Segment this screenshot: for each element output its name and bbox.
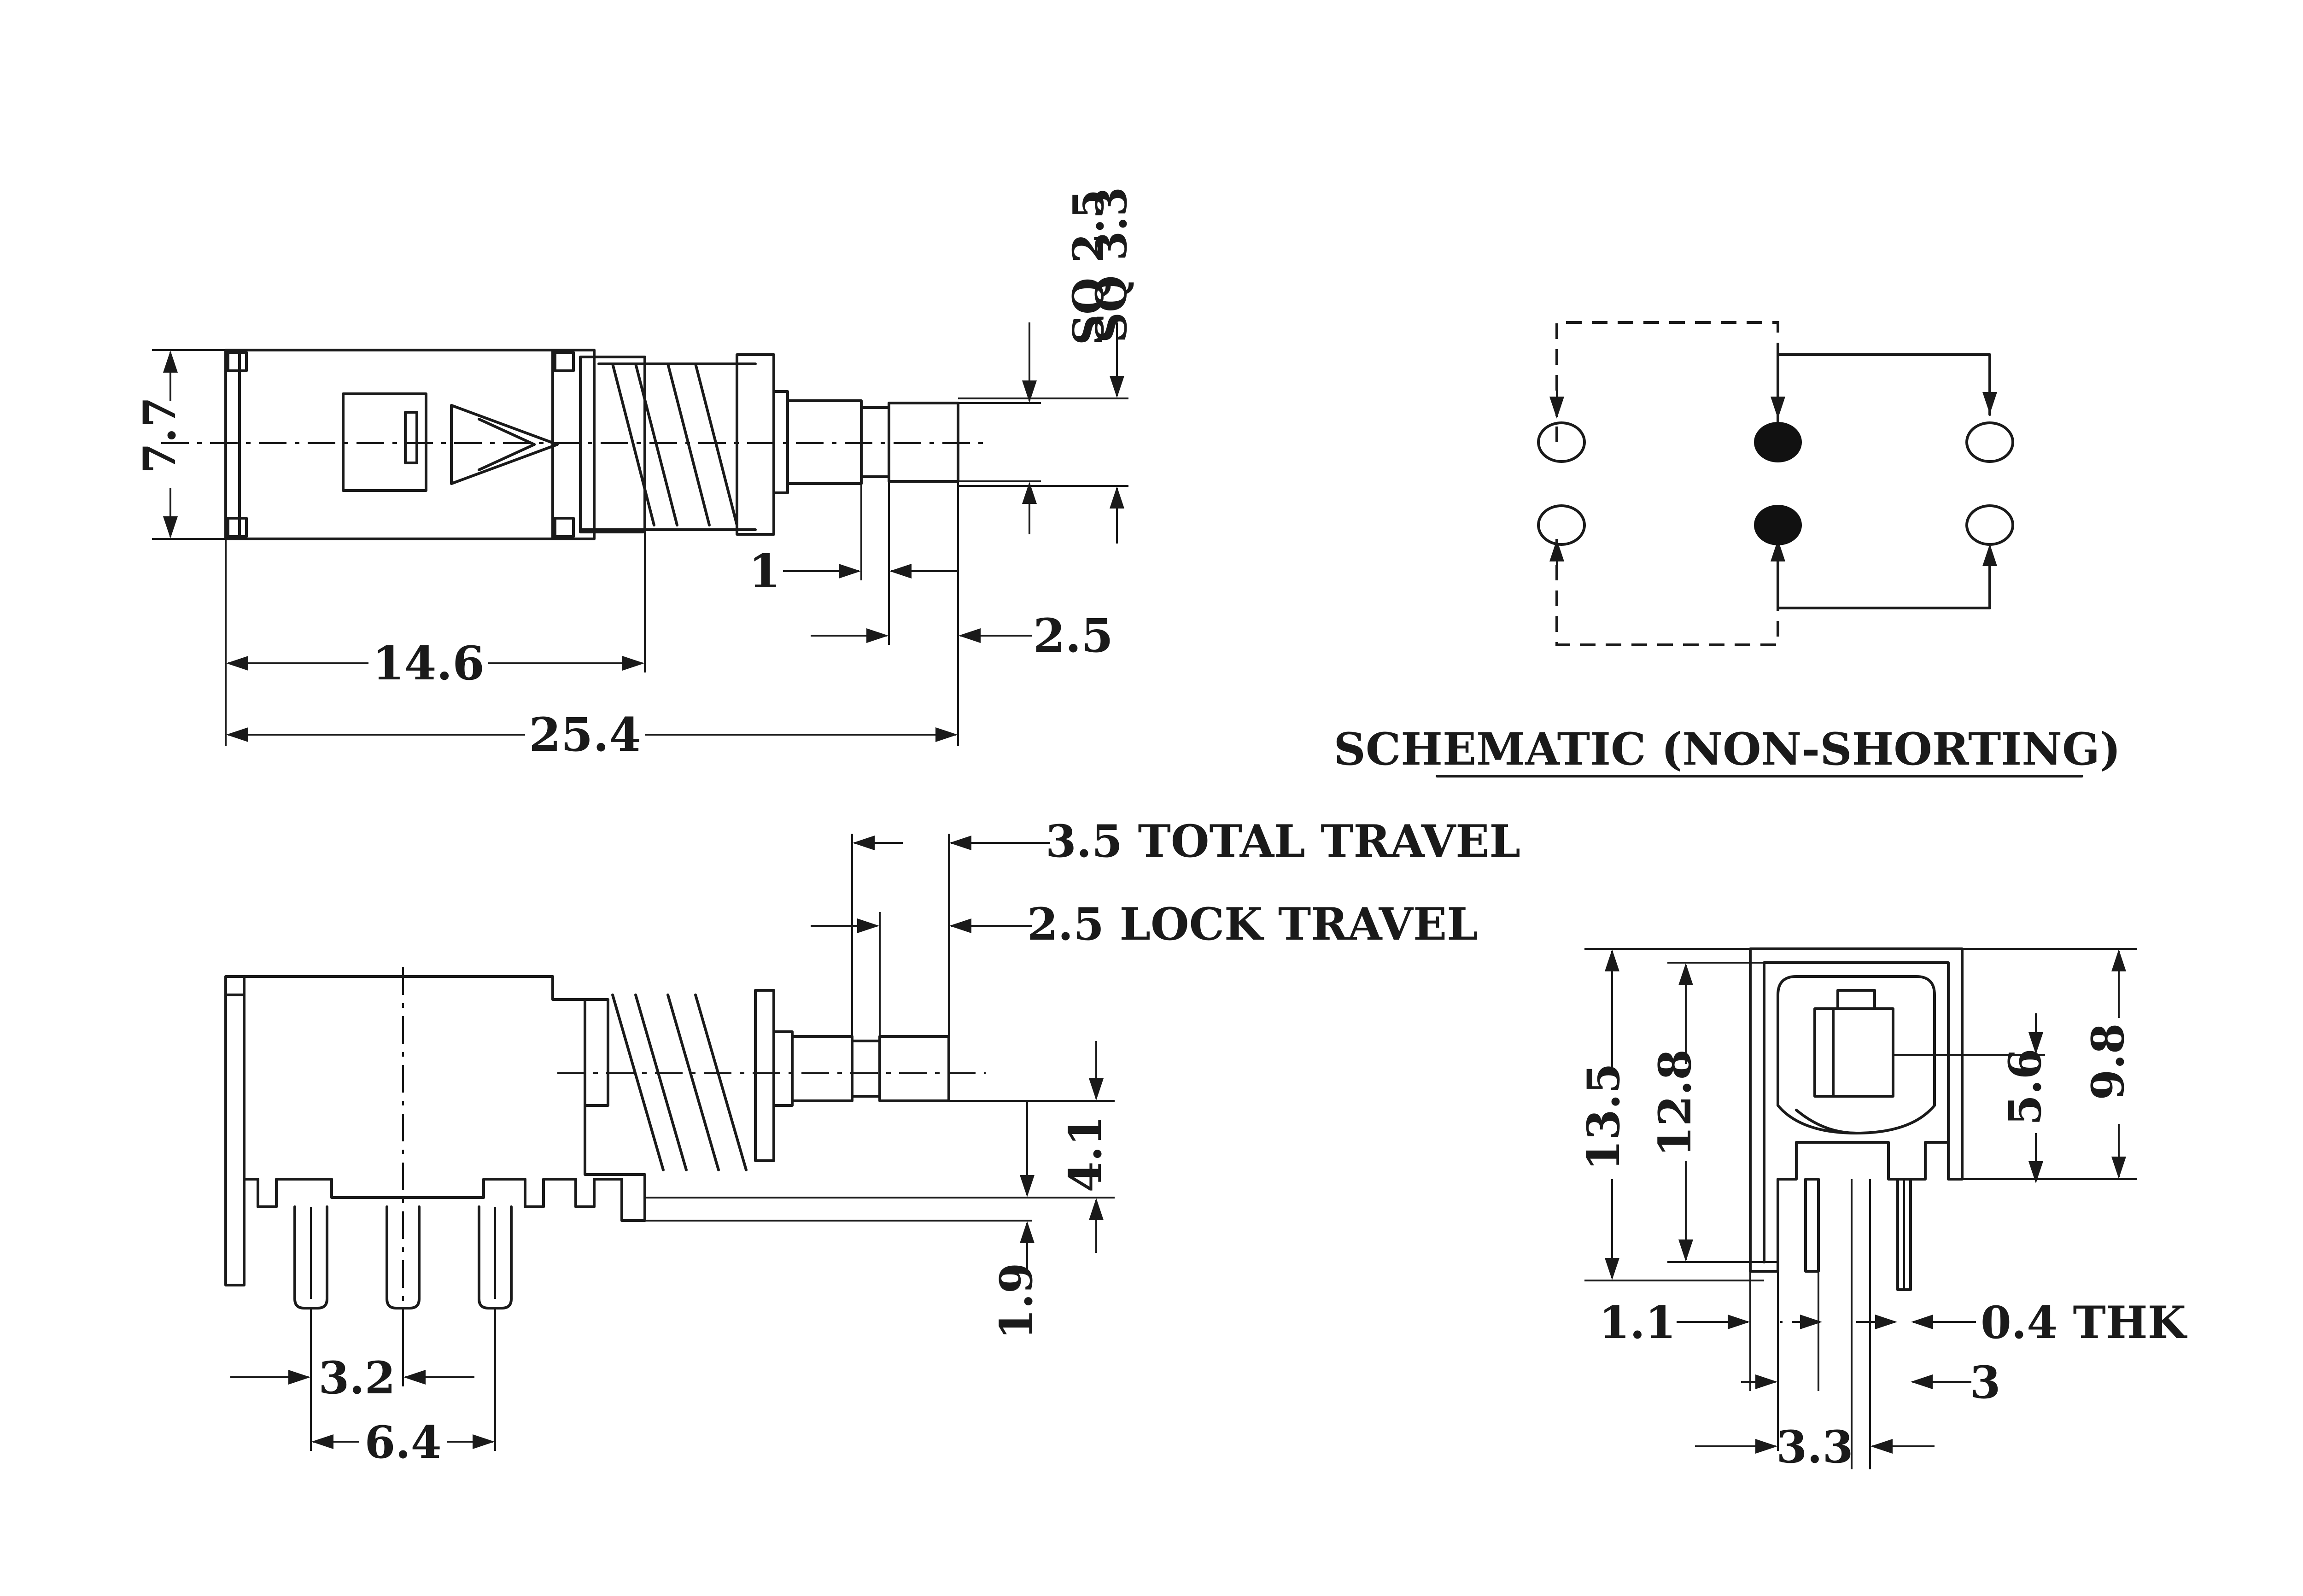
spring: [611, 994, 748, 1171]
end-view: 13.5 12.8 9.8 5.6 1.1 0.4 THK 3 3.3: [1578, 947, 2188, 1473]
dashed-frame-top: [1555, 321, 1779, 442]
dashed-frame-bottom: [1555, 539, 1779, 646]
height-label: 7.7: [134, 397, 186, 474]
end-body: [1749, 947, 1964, 1273]
lock-travel-label: 2.5 LOCK TRAVEL: [1027, 898, 1478, 950]
body-length-label: 14.6: [372, 636, 485, 690]
side-body: [224, 975, 646, 1286]
switch-contact-icon: [1965, 421, 2014, 463]
body-height-label: 12.8: [1649, 1049, 1701, 1157]
side-view: 3.5 TOTAL TRAVEL 2.5 LOCK TRAVEL 4.1 1.9…: [224, 815, 1520, 1468]
sq-small-label: SQ 2.5: [1064, 189, 1113, 345]
pin-offset-label: 3: [1970, 1356, 2001, 1409]
direction-triangle-icon: [450, 404, 559, 485]
spring: [611, 362, 738, 526]
pin-thickness-label: 0.4 THK: [1981, 1297, 2188, 1349]
total-length-label: 25.4: [529, 707, 641, 762]
schematic-caption: SCHEMATIC (NON-SHORTING): [1334, 723, 2121, 775]
step-label: 1: [748, 544, 781, 598]
switch-contact-icon: [1537, 421, 1586, 463]
switch-contact-icon: [1965, 504, 2014, 546]
switch-body: [224, 349, 596, 540]
switch-contact-icon: [1537, 504, 1586, 546]
pitch-label: 3.2: [318, 1352, 395, 1404]
bracket-width-label: 1.1: [1599, 1297, 1676, 1349]
cap-length-label: 2.5: [1033, 608, 1113, 663]
end-shaft: [1813, 1007, 1894, 1098]
total-travel-label: 3.5 TOTAL TRAVEL: [1046, 815, 1520, 867]
standoff-label: 1.9: [990, 1263, 1042, 1339]
side-plunger-cap: [878, 1035, 950, 1102]
top-view: SQ 2.5 SQ 3.3 7.7 14.6 25.4 1 2.5: [134, 187, 1136, 762]
overall-height-label: 13.5: [1578, 1063, 1630, 1171]
schematic: SCHEMATIC (NON-SHORTING): [1334, 321, 2121, 778]
sq-large-label: SQ 3.3: [1087, 187, 1136, 343]
common-contact-icon: [1754, 505, 1802, 545]
pin-spacing-label: 3.3: [1776, 1421, 1853, 1473]
span-label: 6.4: [364, 1416, 441, 1468]
common-contact-icon: [1754, 422, 1802, 462]
upper-height-label: 9.8: [2082, 1023, 2134, 1100]
shaft-height-label: 4.1: [1059, 1115, 1111, 1192]
end-pin: [1804, 1178, 1820, 1273]
shaft-center-label: 5.6: [1999, 1048, 2051, 1125]
end-cavity: [1777, 975, 1936, 1134]
